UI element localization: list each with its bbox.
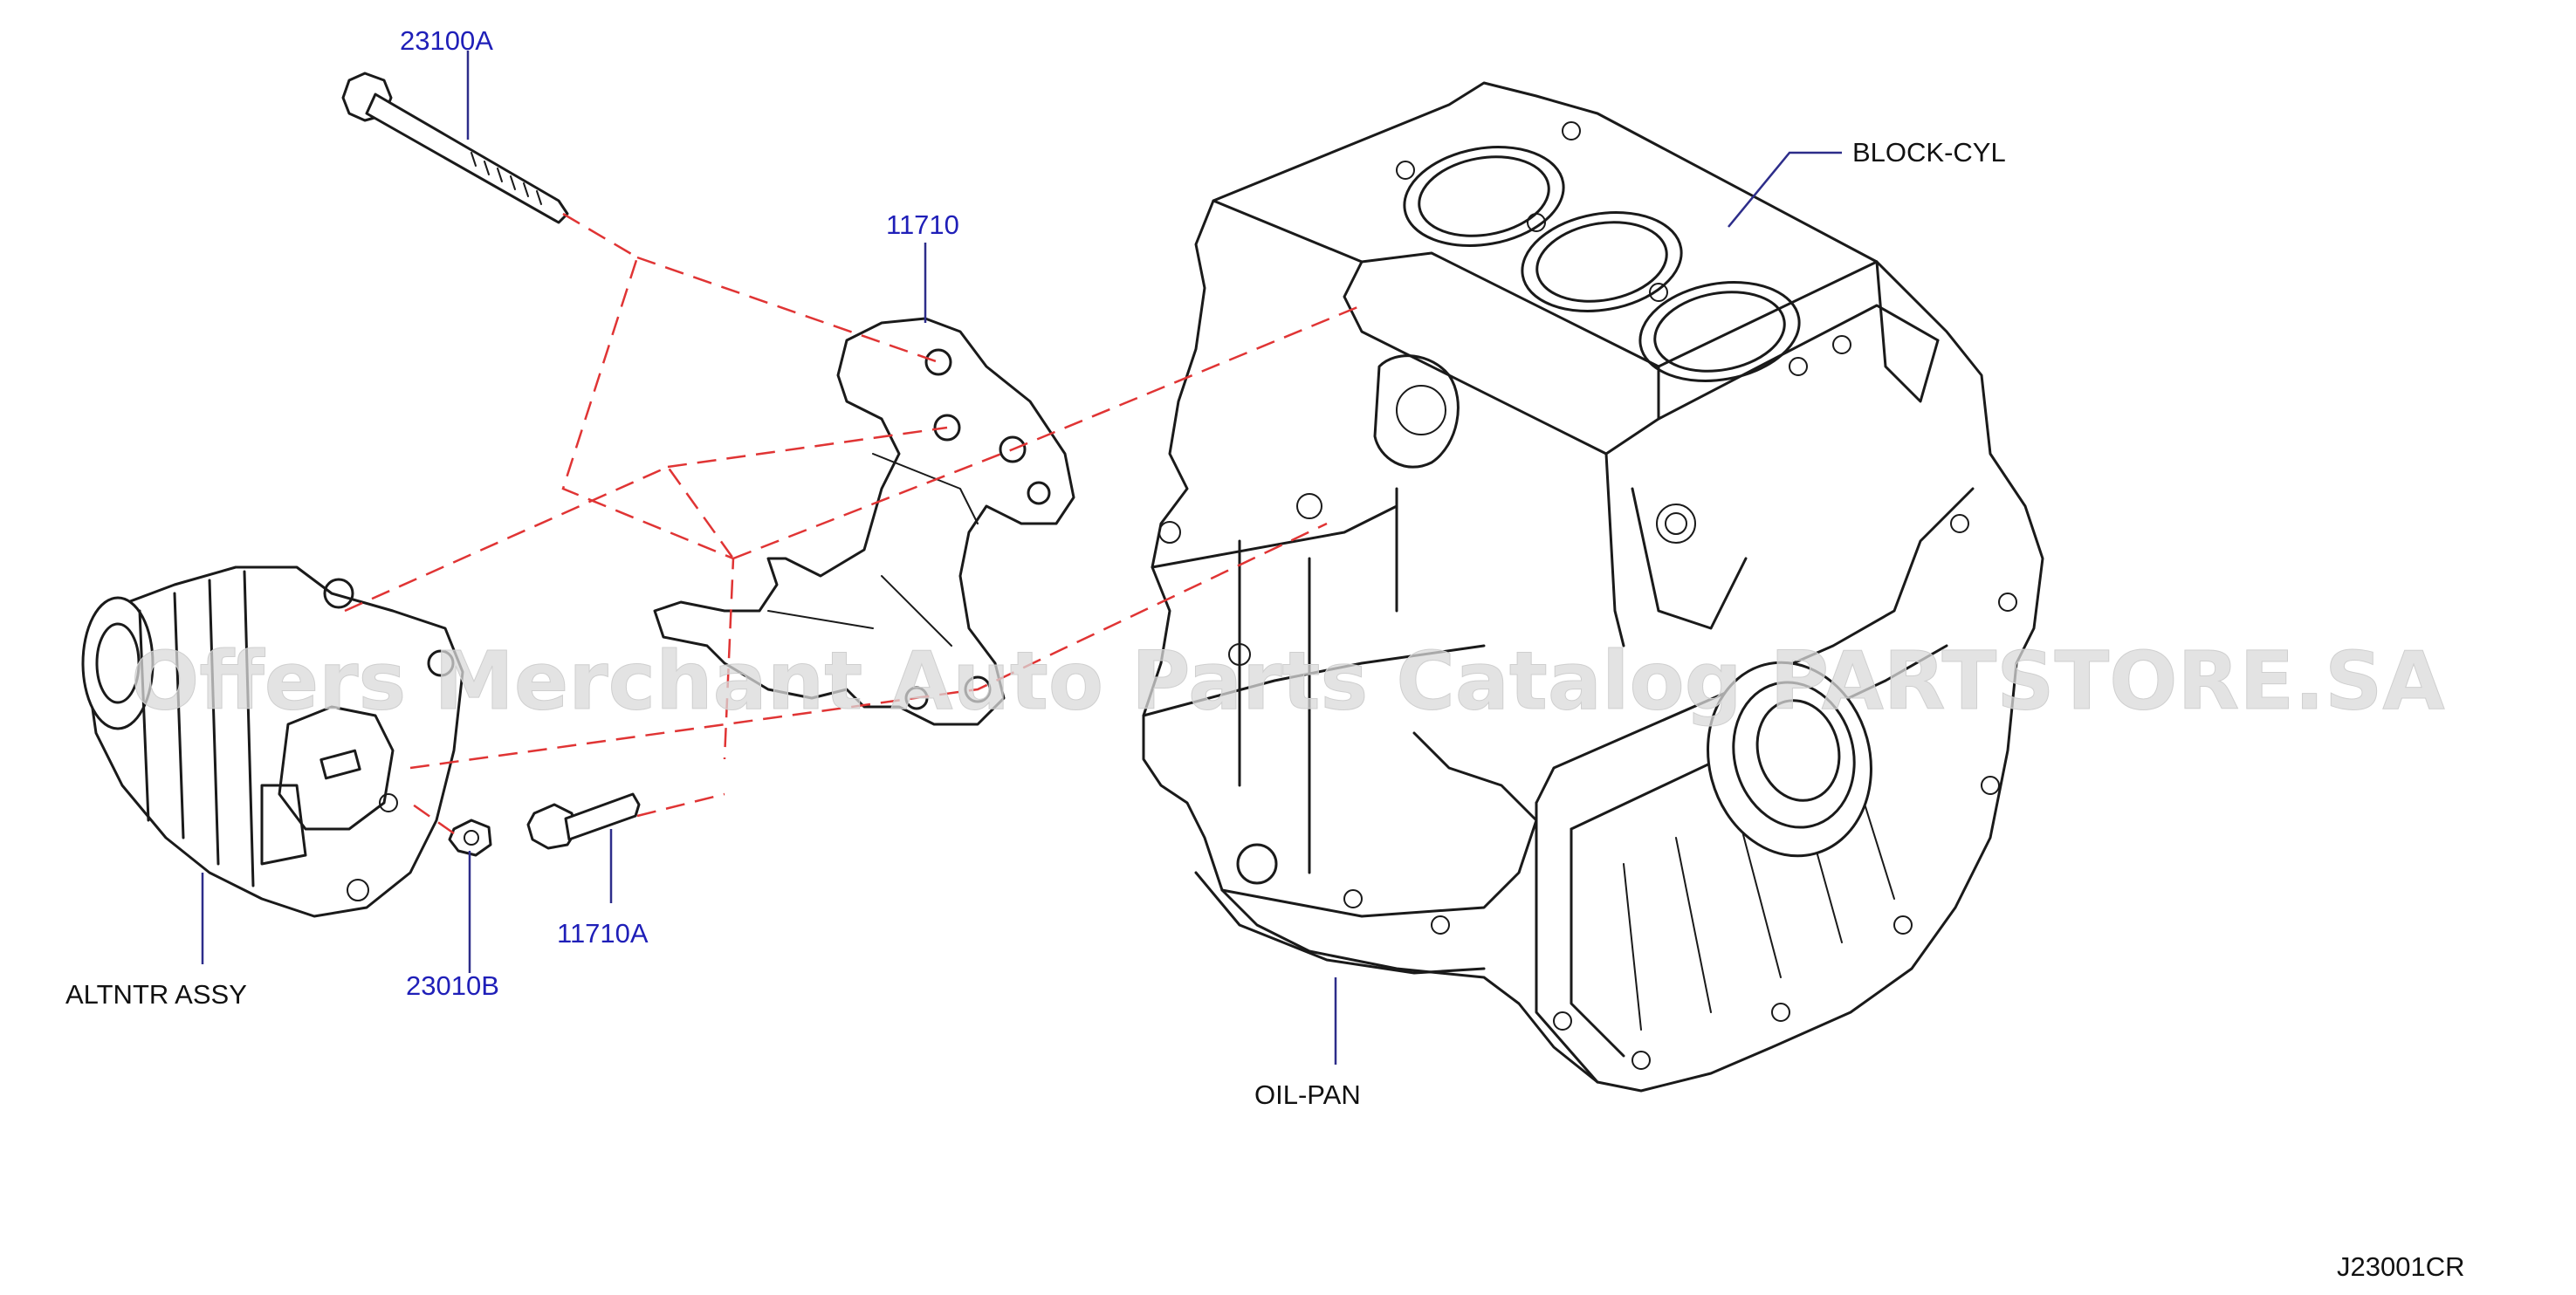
callout-block-cyl: BLOCK-CYL bbox=[1852, 137, 2006, 168]
engine-block-drawing bbox=[1142, 81, 2044, 1093]
callout-11710: 11710 bbox=[886, 209, 959, 240]
leader-lines bbox=[201, 51, 1842, 1065]
bracket-drawing bbox=[653, 317, 1075, 726]
bolt-11710a-drawing bbox=[526, 792, 641, 850]
alternator-drawing bbox=[81, 565, 464, 918]
diagram-code: J23001CR bbox=[2337, 1251, 2464, 1282]
callout-23010b: 23010B bbox=[406, 970, 499, 1001]
bolt-23100a-drawing bbox=[341, 72, 569, 224]
callout-altntr-assy: ALTNTR ASSY bbox=[65, 979, 247, 1010]
callout-23100a: 23100A bbox=[400, 25, 493, 56]
watermark-text: Offers Merchant Auto Parts Catalog PARTS… bbox=[131, 634, 2445, 728]
callout-oil-pan: OIL-PAN bbox=[1254, 1079, 1361, 1110]
alignment-guides bbox=[344, 212, 1363, 835]
crankshaft-seal bbox=[1707, 661, 1872, 858]
callout-11710a: 11710A bbox=[557, 918, 649, 949]
cylinder-bores bbox=[1403, 146, 1801, 382]
nut-23010b-drawing bbox=[448, 819, 492, 857]
